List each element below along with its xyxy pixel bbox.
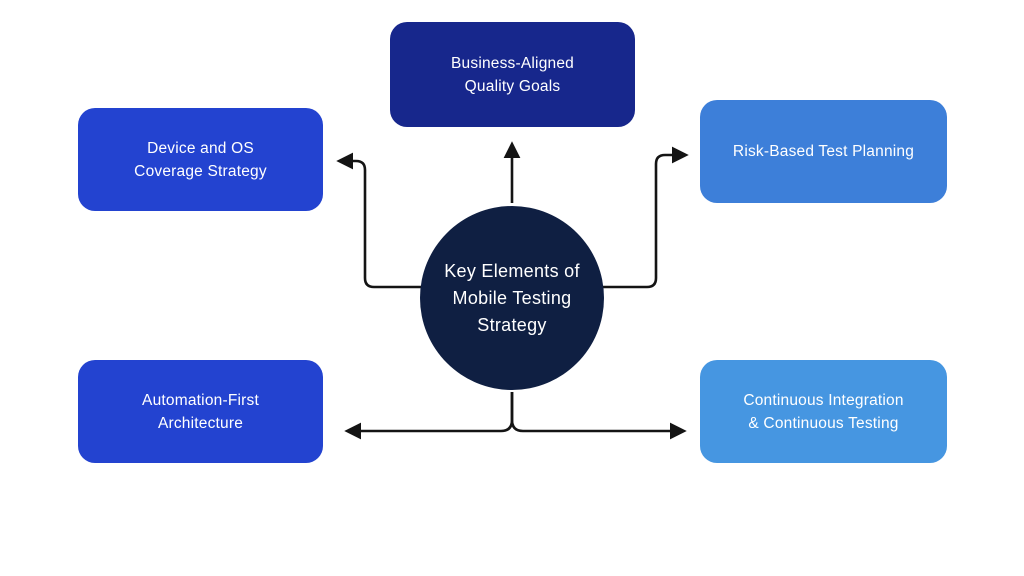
node-continuous-integration-continuous-testing: Continuous Integration & Continuous Test… bbox=[700, 360, 947, 463]
center-node-key-elements: Key Elements of Mobile Testing Strategy bbox=[420, 206, 604, 390]
node-label: Business-Aligned Quality Goals bbox=[451, 54, 574, 95]
node-label: Automation-First Architecture bbox=[142, 391, 259, 432]
center-node-label: Key Elements of Mobile Testing Strategy bbox=[444, 260, 580, 335]
arrow-to-left-top bbox=[336, 152, 421, 289]
node-automation-first-architecture: Automation-First Architecture bbox=[78, 360, 323, 463]
node-label: Risk-Based Test Planning bbox=[732, 143, 915, 160]
node-device-and-os-coverage-strategy: Device and OS Coverage Strategy bbox=[78, 108, 323, 211]
node-risk-based-test-planning: Risk-Based Test Planning bbox=[700, 100, 947, 203]
node-business-aligned-quality-goals: Business-Aligned Quality Goals bbox=[390, 22, 635, 127]
arrow-to-left-bottom bbox=[344, 392, 514, 440]
node-label: Device and OS Coverage Strategy bbox=[134, 139, 267, 180]
arrow-to-right-bottom bbox=[510, 392, 687, 440]
arrow-to-right-top bbox=[603, 146, 689, 289]
node-label: Continuous Integration & Continuous Test… bbox=[743, 391, 904, 432]
